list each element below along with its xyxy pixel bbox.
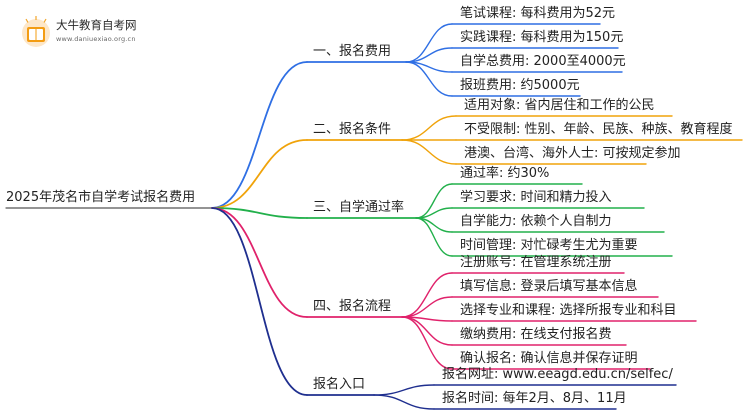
leaf-label: 报名时间: 每年2月、8月、11月 <box>442 391 627 406</box>
branch-connector <box>211 207 308 396</box>
leaf-label: 港澳、台湾、海外人士: 可按规定参加 <box>464 146 681 161</box>
branch-connector <box>211 61 308 209</box>
leaf-label: 注册账号: 在管理系统注册 <box>460 255 612 270</box>
leaf-label: 适用对象: 省内居住和工作的公民 <box>464 98 655 113</box>
leaf-connector <box>373 384 435 396</box>
site-logo[interactable]: 大牛教育自考网 www.daniuexiao.org.cn <box>18 14 138 50</box>
leaf-label: 报名网址: www.eeagd.edu.cn/selfec/ <box>442 367 673 382</box>
leaf-label: 笔试课程: 每科费用为52元 <box>460 6 616 21</box>
branch-label: 报名入口 <box>313 377 366 392</box>
leaf-connector <box>373 394 435 410</box>
book-logo-icon <box>22 16 50 47</box>
leaf-connector <box>401 296 453 318</box>
leaf-connector <box>405 61 453 97</box>
branch-label: 四、报名流程 <box>313 299 392 314</box>
leaf-label: 自学能力: 依赖个人自制力 <box>460 214 612 229</box>
branch-label: 二、报名条件 <box>313 122 392 137</box>
branch-connector <box>211 207 308 318</box>
leaf-connector <box>405 47 453 63</box>
leaf-label: 自学总费用: 2000至4000元 <box>460 54 626 69</box>
leaf-label: 学习要求: 时间和精力投入 <box>460 190 612 205</box>
branch-connector <box>211 139 308 209</box>
branch-label: 一、报名费用 <box>313 44 392 59</box>
leaf-connector <box>401 115 457 141</box>
branch-connector <box>211 207 308 219</box>
leaf-label: 填写信息: 登录后填写基本信息 <box>460 279 638 294</box>
leaf-connector <box>401 272 453 318</box>
root-node: 2025年茂名市自学考试报名费用 <box>6 190 196 205</box>
leaf-connector <box>401 316 453 370</box>
leaf-label: 通过率: 约30% <box>460 166 550 181</box>
leaf-connector <box>415 217 453 257</box>
logo-name: 大牛教育自考网 <box>56 18 137 32</box>
leaf-label: 选择专业和课程: 选择所报专业和科目 <box>460 303 677 318</box>
leaf-label: 时间管理: 对忙碌考生尤为重要 <box>460 238 638 253</box>
leaf-label: 报班费用: 约5000元 <box>460 78 580 93</box>
leaf-label: 实践课程: 每科费用为150元 <box>460 30 624 45</box>
leaf-label: 不受限制: 性别、年龄、民族、种族、教育程度 <box>464 122 733 137</box>
leaf-label: 确认报名: 确认信息并保存证明 <box>460 351 638 366</box>
leaf-label: 缴纳费用: 在线支付报名费 <box>460 327 612 342</box>
leaf-connector <box>405 23 453 63</box>
branch-label: 三、自学通过率 <box>313 200 405 215</box>
logo-url: www.daniuexiao.org.cn <box>56 35 136 43</box>
leaf-connector <box>401 139 457 165</box>
